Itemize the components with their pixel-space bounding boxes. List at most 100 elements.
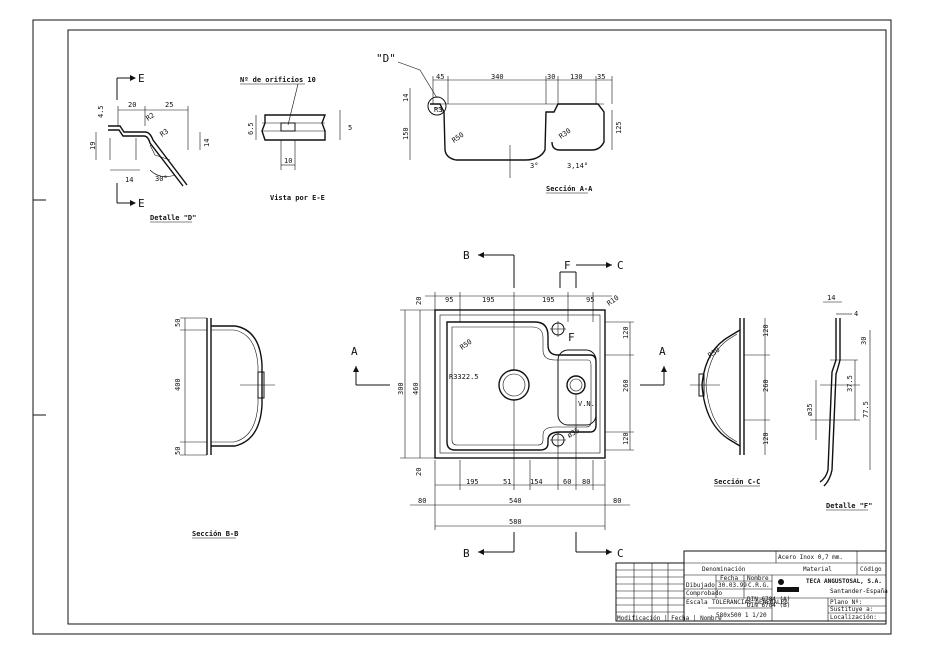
dim-aa-r50: R50 [451,131,466,145]
dim-aa-r3: R3 [434,106,442,114]
overflow-hole [566,375,586,395]
detail-f-title: Detalle "F" [826,502,872,510]
plan-bot-195: 195 [466,478,479,486]
f-77-5: 77.5 [862,401,870,418]
marker-c-top: C [617,259,624,272]
marker-c-bottom: C [617,547,624,560]
plan-top-20: 20 [415,297,423,305]
tb-localizacion: Localización: [830,614,877,621]
dim-aa-125: 125 [615,121,623,134]
holes-label: Nº de orificios 10 [240,76,316,84]
dim-aa-150: 150 [402,127,410,140]
plan-right-120a: 120 [622,326,630,339]
plan-top-95a: 95 [445,296,453,304]
tb-plano: Plano Nº: [830,599,863,606]
dim-aa-3deg: 3° [530,162,538,170]
plan-bot-540: 540 [509,497,522,505]
section-cc-title: Sección C-C [714,478,760,486]
plan-bot-80-left: 80 [418,497,426,505]
dim-d-r3: R3 [159,127,171,138]
tb-norm-a: DIN 6784 (A) [747,596,790,603]
dim-aa-30: 30 [547,73,555,81]
dim-ee-6-5: 6.5 [247,122,255,135]
tb-material-spec: Acero Inox 0,7 mm. [778,554,843,561]
plan-top-195a: 195 [482,296,495,304]
cc-260: 260 [762,379,770,392]
plan-view: B B F C C A A [351,249,667,560]
plan-bot-80-right: 80 [613,497,621,505]
tb-fecha-label: Fecha [720,575,738,582]
plan-left-460: 460 [412,382,420,395]
marker-b-top: B [463,249,470,262]
dim-aa-314deg: 3,14° [567,162,588,170]
section-cc: 120 260 120 R30 Sección C-C [690,318,770,487]
view-ee-title: Vista por E-E [270,194,325,202]
dim-ee-10: 10 [284,157,292,165]
plan-bot-51: 51 [503,478,511,486]
plan-left-20: 20 [415,468,423,476]
tb-fecha: 30.03.99 [718,582,747,589]
bb-50b: 50 [174,447,182,455]
plan-top-195b: 195 [542,296,555,304]
dim-aa-45: 45 [436,73,444,81]
bb-400: 400 [174,378,182,391]
plan-right-120b: 120 [622,432,630,445]
bb-50a: 50 [174,319,182,327]
dim-d-4-5: 4.5 [97,105,105,118]
detail-d: E E 20 25 4.5 R2 R3 19 14 14 30° Detalle… [89,72,211,223]
f-30: 30 [860,337,868,345]
tb-nombre-label: Nombre [747,575,769,582]
tb-nombre: C.R.G. [748,582,770,589]
section-bb-title: Sección B-B [192,530,238,538]
main-bowl [446,321,597,451]
marker-a-right: A [659,345,666,358]
cc-120a: 120 [762,324,770,337]
plan-bot-60: 60 [563,478,571,486]
dim-aa-14: 14 [402,94,410,102]
drainer-bowl [557,349,597,426]
outer-frame [32,19,892,635]
view-ee: Nº de orificios 10 6.5 10 5 Vista por E-… [240,76,352,202]
plan-bot-580: 580 [509,518,522,526]
dim-aa-130: 130 [570,73,583,81]
f-4: 4 [854,310,858,318]
tb-norm-b: DIN 6784 (B) [747,602,790,609]
plan-left-300: 300 [397,382,405,395]
f-14: 14 [827,294,835,302]
plan-right-260: 260 [622,379,630,392]
callout-d: "D" [376,52,396,65]
dim-d-30deg: 30° [155,175,168,183]
plan-r3322: R3322.5 [449,373,479,381]
tb-footer: Modificación | Fecha | Nombre [617,615,722,622]
tb-sustituye: Sustituye a: [830,606,873,613]
dim-d-20: 20 [128,101,136,109]
drain-hole [498,369,530,401]
dim-d-14b: 14 [203,139,211,147]
plan-bot-80: 80 [582,478,590,486]
plan-top-95b: 95 [586,296,594,304]
detail-d-letter-top: E [138,72,145,85]
tb-material: Material [803,566,832,573]
cc-120b: 120 [762,432,770,445]
tb-dibujado: Dibujado [686,582,715,589]
dim-ee-5: 5 [348,124,352,132]
dim-d-19: 19 [89,142,97,150]
tb-tolerancias: TOLERANCIAS GENERALES [712,599,788,606]
tb-codigo: Código [860,566,882,573]
f-o35: ø35 [806,403,814,416]
marker-f-top: F [564,259,571,272]
dim-d-14a: 14 [125,176,133,184]
tb-company: TECA ANGUSTOSAL, S.A. [806,578,882,585]
section-aa: "D" 45 340 30 130 35 14 150 125 R50 R30 … [376,52,623,194]
detail-d-letter-bottom: E [138,197,145,210]
tb-comprobado: Comprobado [686,590,723,597]
tb-location: Santander-España [830,588,888,595]
tb-denominacion: Denominación [702,566,746,573]
detail-f: 14 4 30 37.5 77.5 ø35 Detalle "F" [806,294,872,511]
inner-frame [67,29,887,625]
plan-r50: R50 [459,338,474,352]
detail-d-title: Detalle "D" [150,214,196,222]
dim-aa-r30: R30 [558,127,573,141]
plan-bot-154: 154 [530,478,543,486]
